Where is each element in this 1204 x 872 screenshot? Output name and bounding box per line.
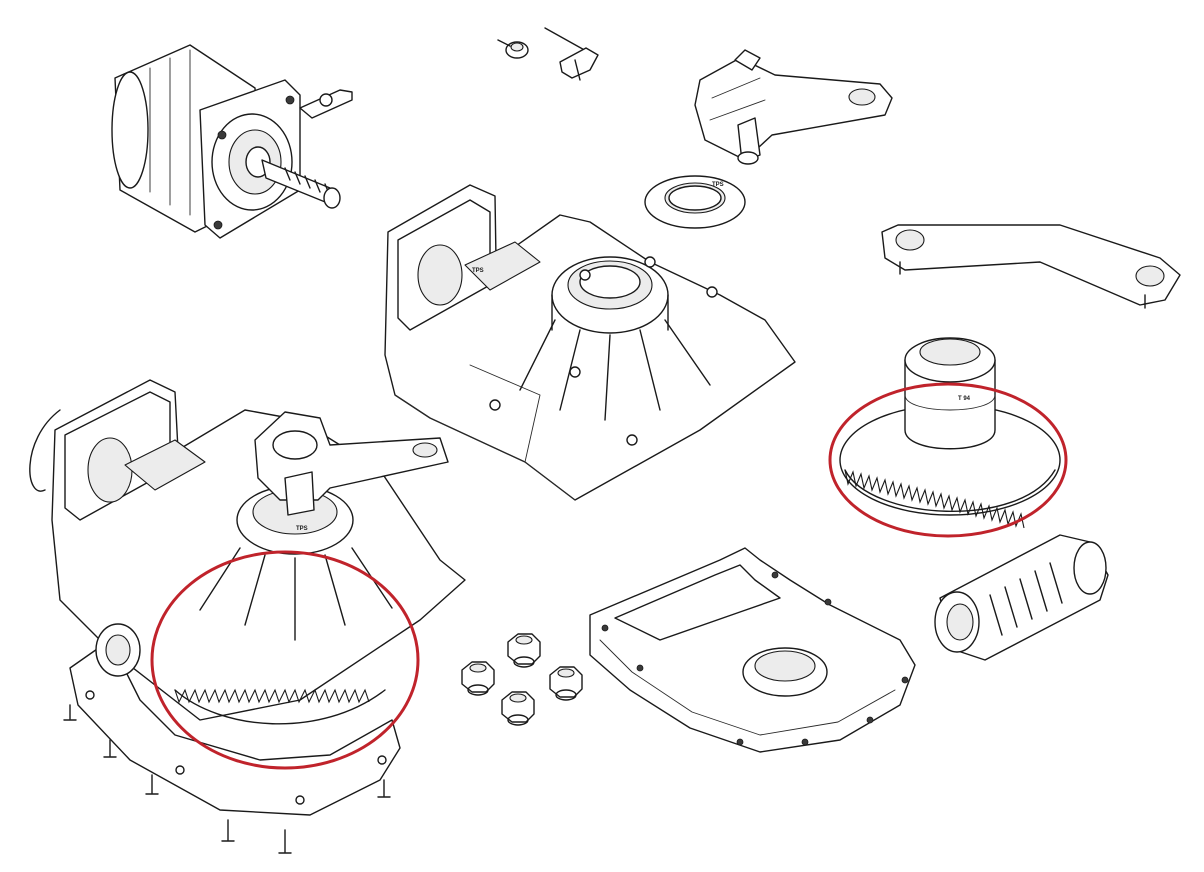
bottom-cover bbox=[589, 547, 916, 753]
assembled-gearbox: TPS bbox=[29, 379, 466, 816]
gearbox-housing-top: TPS bbox=[384, 184, 796, 501]
worm-shaft bbox=[934, 534, 1109, 661]
release-lever bbox=[694, 49, 893, 165]
seal-ring: TPS bbox=[644, 175, 746, 229]
spur-gear: T 94 bbox=[839, 337, 1061, 529]
base-screws bbox=[63, 704, 391, 854]
nut-1 bbox=[461, 661, 495, 693]
seal-stamp-label: TPS bbox=[712, 182, 724, 188]
hub-stamp-label: TPS bbox=[296, 526, 308, 532]
housing-stamp-label: TPS bbox=[472, 268, 484, 274]
release-pin bbox=[544, 27, 599, 81]
nut-2 bbox=[507, 633, 541, 665]
highlight-circle-loose-gear bbox=[828, 382, 1068, 538]
small-bushing bbox=[497, 39, 529, 59]
highlight-circle-assembled-gear bbox=[150, 550, 420, 770]
nut-3 bbox=[549, 666, 583, 698]
electric-motor bbox=[111, 44, 353, 239]
connecting-arm bbox=[881, 224, 1181, 309]
hex-nuts bbox=[461, 633, 583, 726]
nut-4 bbox=[501, 691, 535, 723]
gear-stamp-label: T 94 bbox=[958, 396, 971, 402]
